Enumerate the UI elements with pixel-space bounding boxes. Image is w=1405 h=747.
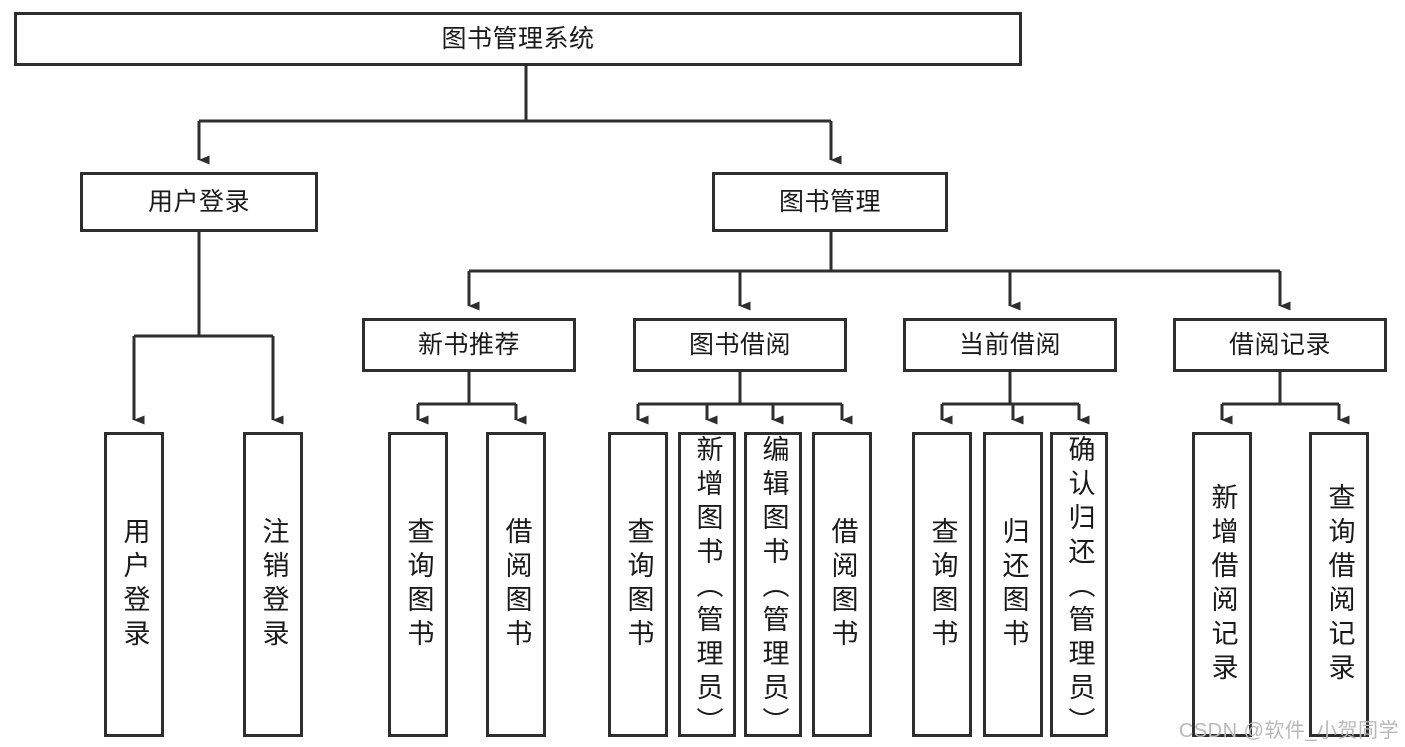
node-leaf-borrow-book-label: 借阅图书 bbox=[827, 516, 858, 653]
node-leaf-query-book-cur[interactable]: 查询图书 bbox=[912, 432, 972, 737]
node-leaf-user-logout-label: 注销登录 bbox=[258, 516, 289, 653]
node-leaf-query-book-borrow-label: 查询图书 bbox=[623, 516, 654, 653]
node-leaf-query-book-rec-label: 查询图书 bbox=[403, 516, 434, 653]
node-current-borrow-label: 当前借阅 bbox=[958, 330, 1061, 359]
node-user-login[interactable]: 用户登录 bbox=[80, 172, 318, 232]
node-leaf-query-book-cur-label: 查询图书 bbox=[927, 516, 958, 653]
node-leaf-add-book[interactable]: 新增图书（管理员） bbox=[678, 432, 736, 741]
node-book-manage[interactable]: 图书管理 bbox=[712, 172, 948, 232]
node-current-borrow[interactable]: 当前借阅 bbox=[903, 318, 1117, 372]
node-leaf-query-record-label: 查询借阅记录 bbox=[1324, 482, 1355, 687]
node-leaf-add-record[interactable]: 新增借阅记录 bbox=[1192, 432, 1252, 737]
node-leaf-borrow-book[interactable]: 借阅图书 bbox=[812, 432, 872, 737]
node-leaf-borrow-book-rec[interactable]: 借阅图书 bbox=[486, 432, 546, 737]
node-borrow-record-label: 借阅记录 bbox=[1228, 330, 1331, 359]
node-leaf-confirm-return-label: 确认归还（管理员） bbox=[1064, 435, 1095, 741]
node-leaf-return-book-label: 归还图书 bbox=[998, 516, 1029, 653]
node-leaf-query-book-borrow[interactable]: 查询图书 bbox=[608, 432, 668, 737]
node-leaf-edit-book[interactable]: 编辑图书（管理员） bbox=[744, 432, 802, 741]
node-leaf-return-book[interactable]: 归还图书 bbox=[983, 432, 1043, 737]
node-leaf-add-book-label: 新增图书（管理员） bbox=[692, 435, 723, 741]
node-leaf-user-login[interactable]: 用户登录 bbox=[104, 432, 164, 737]
node-new-book-rec-label: 新书推荐 bbox=[417, 330, 520, 359]
node-book-borrow-label: 图书借阅 bbox=[688, 330, 791, 359]
node-leaf-borrow-book-rec-label: 借阅图书 bbox=[501, 516, 532, 653]
node-root[interactable]: 图书管理系统 bbox=[14, 12, 1022, 66]
node-book-manage-label: 图书管理 bbox=[778, 187, 881, 216]
node-book-borrow[interactable]: 图书借阅 bbox=[633, 318, 847, 372]
node-borrow-record[interactable]: 借阅记录 bbox=[1173, 318, 1387, 372]
node-leaf-query-book-rec[interactable]: 查询图书 bbox=[388, 432, 448, 737]
node-root-label: 图书管理系统 bbox=[441, 24, 595, 53]
csdn-watermark: CSDN @软件_小贺同学 bbox=[1178, 720, 1399, 742]
node-leaf-user-logout[interactable]: 注销登录 bbox=[243, 432, 303, 737]
node-leaf-confirm-return[interactable]: 确认归还（管理员） bbox=[1050, 432, 1108, 741]
node-leaf-user-login-label: 用户登录 bbox=[119, 516, 150, 653]
node-leaf-query-record[interactable]: 查询借阅记录 bbox=[1309, 432, 1369, 737]
node-leaf-edit-book-label: 编辑图书（管理员） bbox=[758, 435, 789, 741]
node-user-login-label: 用户登录 bbox=[147, 187, 250, 216]
node-new-book-rec[interactable]: 新书推荐 bbox=[362, 318, 576, 372]
node-leaf-add-record-label: 新增借阅记录 bbox=[1207, 482, 1238, 687]
